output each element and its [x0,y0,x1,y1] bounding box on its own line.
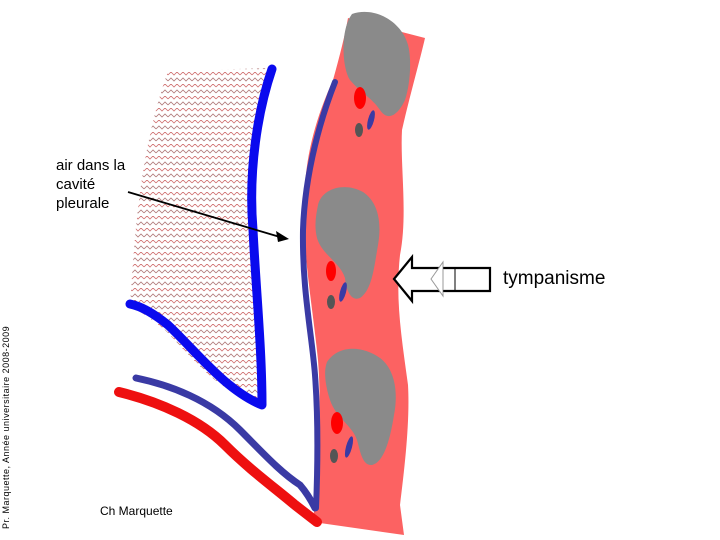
visceral-pleura-line [125,64,277,410]
rib-3 [325,348,396,466]
vein-dot-1 [367,110,375,130]
nerve-dot-3 [330,449,338,463]
nerve-dot-1 [355,123,363,137]
diaphragmatic-pleura-line [132,374,319,512]
air-label-line-2: cavité [56,176,96,193]
air-pleural-label: air dans la cavité pleurale [56,156,166,213]
lower-red-vessel [114,387,322,527]
artery-dot-1 [354,87,366,109]
artery-dot-3 [331,412,343,434]
pointer-line [127,191,281,238]
pointer-arrowhead [276,231,289,242]
rib-2 [315,187,380,299]
air-label-line-1: air dans la [56,157,126,174]
vein-dot-2 [339,282,347,302]
nerve-dot-2 [327,295,335,309]
vein-dot-3 [344,436,354,458]
artery-dot-2 [326,261,336,281]
parietal-pleura-line [299,79,338,511]
author-credit: Ch Marquette [100,504,173,518]
tympanism-label: tympanisme [503,268,606,289]
vertical-course-credit: Pr. Marquette, Année universitaire 2008-… [1,325,11,529]
air-label-line-3: pleurale [56,195,110,212]
percussion-arrow-icon [392,253,492,305]
